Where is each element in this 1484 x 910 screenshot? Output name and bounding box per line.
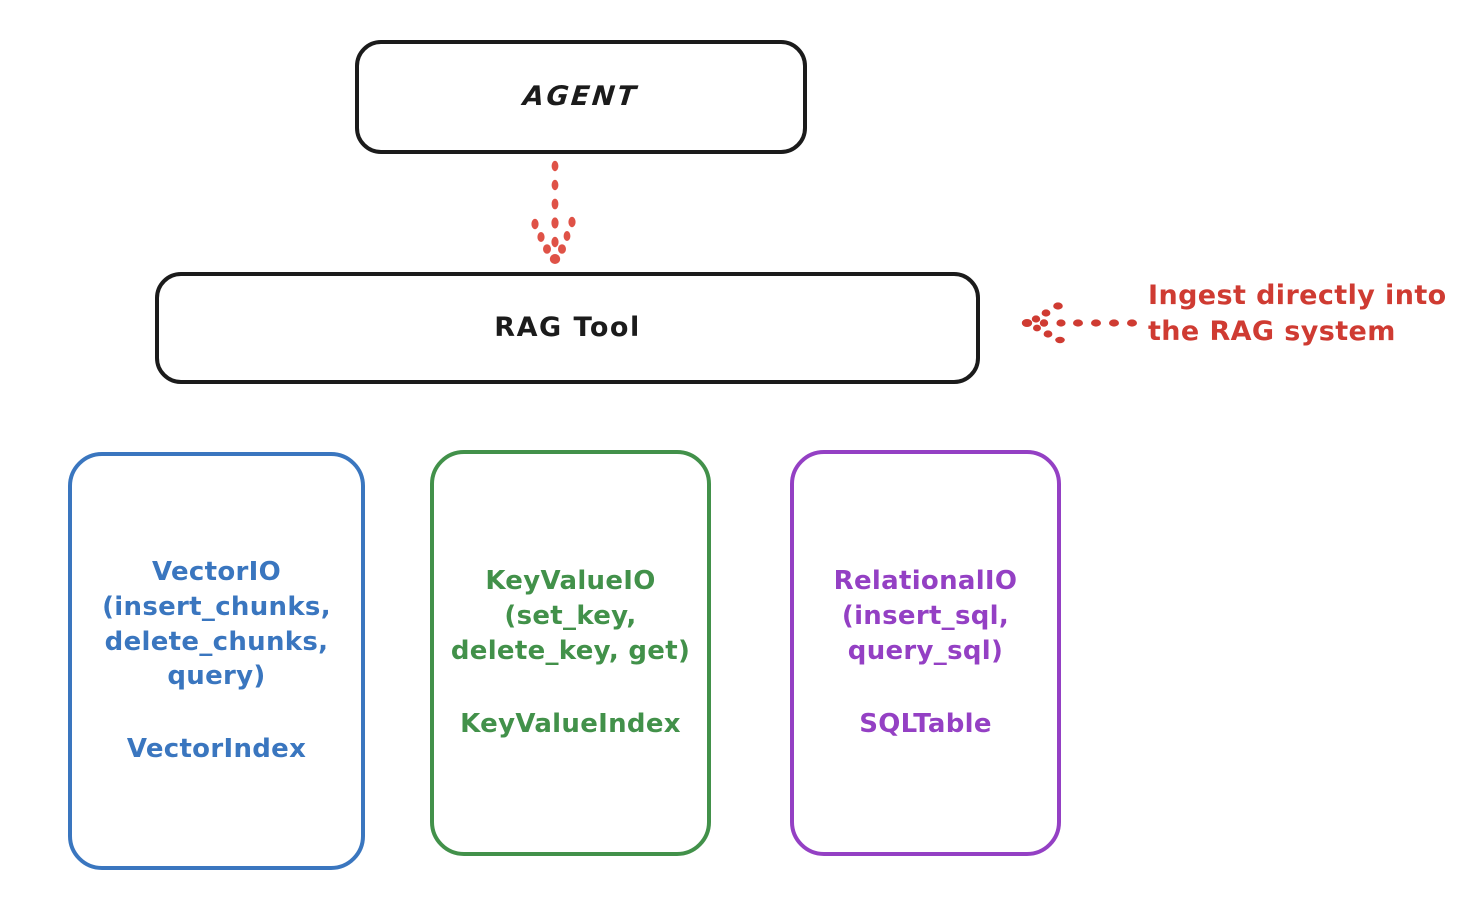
rag-tool-node-label: RAG Tool xyxy=(494,311,641,343)
ingest-annotation-label: Ingest directly into the RAG system xyxy=(1148,280,1447,347)
vector-io-node[interactable]: VectorIO (insert_chunks, delete_chunks, … xyxy=(68,452,365,870)
key-value-io-index-label: KeyValueIndex xyxy=(460,708,681,739)
relational-io-table-label: SQLTable xyxy=(859,708,992,739)
relational-io-node[interactable]: RelationalIO (insert_sql, query_sql) SQL… xyxy=(790,450,1061,856)
agent-node-label: AGENT xyxy=(521,80,641,112)
relational-io-methods-label: RelationalIO (insert_sql, query_sql) xyxy=(833,566,1018,666)
agent-to-rag-connector-icon xyxy=(531,160,576,264)
ingest-to-rag-connector-icon xyxy=(1021,302,1137,344)
key-value-io-node[interactable]: KeyValueIO (set_key, delete_key, get) Ke… xyxy=(430,450,711,856)
key-value-io-methods-label: KeyValueIO (set_key, delete_key, get) xyxy=(450,566,691,666)
vector-io-methods-label: VectorIO (insert_chunks, delete_chunks, … xyxy=(102,556,331,692)
vector-io-index-label: VectorIndex xyxy=(126,734,307,765)
agent-node[interactable]: AGENT xyxy=(355,40,807,154)
rag-tool-node[interactable]: RAG Tool xyxy=(155,272,980,384)
